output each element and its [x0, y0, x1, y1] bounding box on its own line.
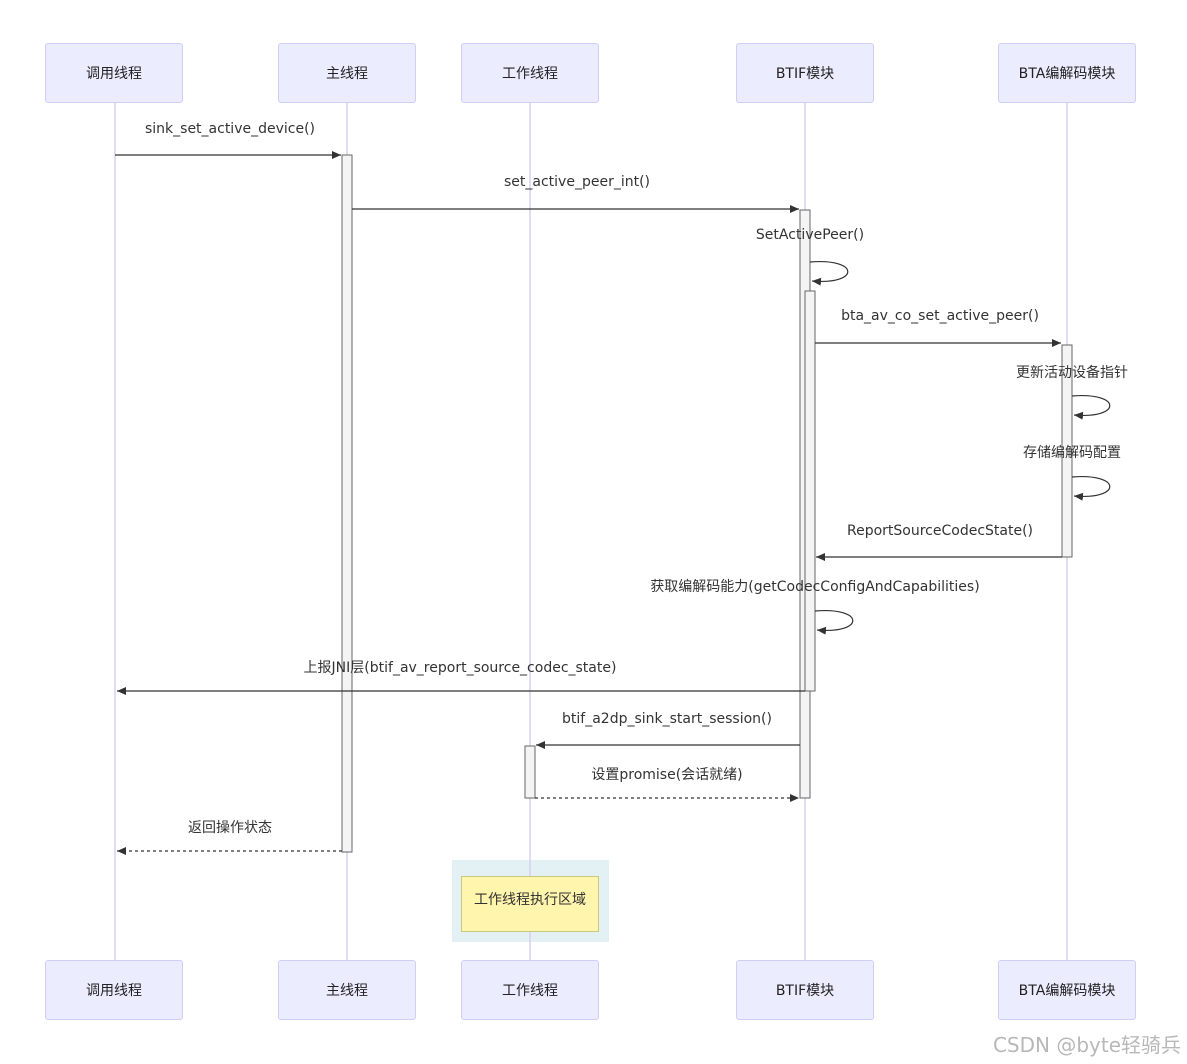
participant-main-top: 主线程	[278, 43, 416, 103]
participant-label: BTIF模块	[775, 66, 835, 82]
arrow-self-update-active-device	[1071, 395, 1111, 420]
activation-worker	[524, 745, 536, 799]
participant-label: 主线程	[326, 983, 368, 999]
participant-main-bottom: 主线程	[278, 960, 416, 1020]
participant-worker-bottom: 工作线程	[461, 960, 599, 1020]
participant-label: BTA编解码模块	[1018, 983, 1116, 999]
participant-btif-bottom: BTIF模块	[736, 960, 874, 1020]
note-label: 工作线程执行区域	[474, 892, 586, 908]
participant-label: 工作线程	[502, 66, 558, 82]
message-label-store-codec-config: 存储编解码配置	[1023, 445, 1121, 461]
participant-bta-top: BTA编解码模块	[998, 43, 1136, 103]
participant-label: 工作线程	[502, 983, 558, 999]
participant-label: BTA编解码模块	[1018, 66, 1116, 82]
activation-main	[341, 154, 353, 853]
participant-label: BTIF模块	[775, 983, 835, 999]
message-label-report-jni: 上报JNI层(btif_av_report_source_codec_state…	[303, 660, 617, 676]
participant-caller-bottom: 调用线程	[45, 960, 183, 1020]
arrow-self-setactivepeer	[809, 261, 849, 286]
participant-btif-top: BTIF模块	[736, 43, 874, 103]
participant-label: 调用线程	[86, 983, 142, 999]
activation-btif-2	[804, 290, 816, 692]
message-label-update-active-device: 更新活动设备指针	[1016, 365, 1128, 381]
participant-bta-bottom: BTA编解码模块	[998, 960, 1136, 1020]
participant-worker-top: 工作线程	[461, 43, 599, 103]
participant-label: 主线程	[326, 66, 368, 82]
message-label-set-promise: 设置promise(会话就绪)	[591, 767, 743, 783]
activation-bta	[1061, 344, 1073, 558]
message-label-report-source-codec-state: ReportSourceCodecState()	[846, 523, 1034, 539]
message-label-bta-av-co-set-active-peer: bta_av_co_set_active_peer()	[841, 308, 1039, 324]
message-label-return-status: 返回操作状态	[188, 820, 272, 836]
watermark: CSDN @byte轻骑兵	[992, 1033, 1181, 1057]
message-label-set-active-peer-int: set_active_peer_int()	[504, 174, 650, 190]
message-label-sink-set-active-device: sink_set_active_device()	[144, 121, 316, 137]
participant-label: 调用线程	[86, 66, 142, 82]
message-label-a2dp-sink-start-session: btif_a2dp_sink_start_session()	[562, 711, 772, 727]
arrow-self-store-codec-config	[1071, 476, 1111, 501]
arrow-self-get-codec-capabilities	[814, 610, 854, 635]
participant-caller-top: 调用线程	[45, 43, 183, 103]
message-label-setactivepeer: SetActivePeer()	[755, 227, 865, 243]
message-label-get-codec-capabilities: 获取编解码能力(getCodecConfigAndCapabilities)	[650, 579, 980, 595]
note-worker-execution-area: 工作线程执行区域	[461, 876, 599, 932]
